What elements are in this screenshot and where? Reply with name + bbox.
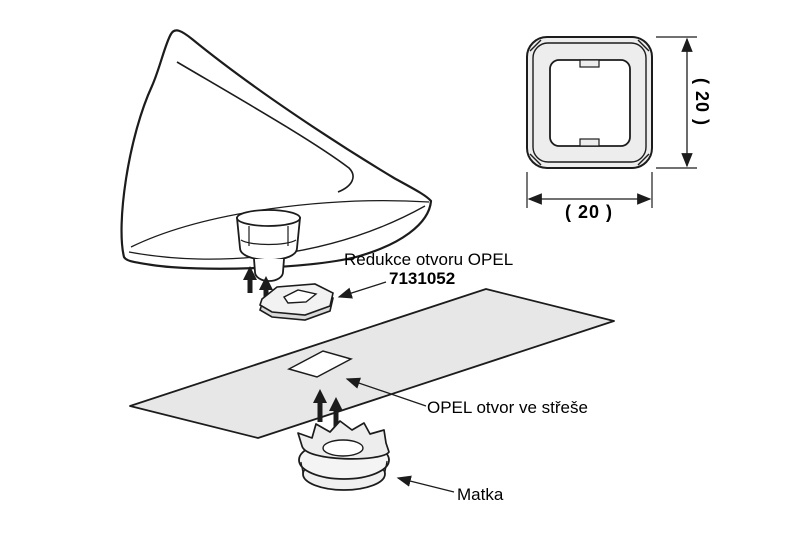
up-arrow-mount-left-icon xyxy=(243,266,257,293)
mount-top-face xyxy=(236,209,301,227)
nut-hole xyxy=(322,439,364,457)
cross-section-top-notch xyxy=(579,59,600,68)
cross-section-inner-wall xyxy=(532,42,647,163)
reduction-adapter-drawing xyxy=(259,283,334,321)
antenna-base-top-line xyxy=(130,200,430,248)
nut-detail-line-left xyxy=(300,461,304,474)
height-dimension xyxy=(656,36,697,169)
leader-line-reduction xyxy=(337,281,387,299)
corner-facet-tl xyxy=(529,39,542,52)
nut-detail-line-right xyxy=(384,460,388,473)
cross-section-hole xyxy=(549,59,631,147)
corner-facet-tr xyxy=(637,39,650,52)
width-dimension-label: ( 20 ) xyxy=(564,202,613,222)
shark-fin-antenna-drawing xyxy=(120,29,433,282)
antenna-fin-crease-line xyxy=(176,61,354,193)
antenna-fin-outline xyxy=(120,29,433,270)
leader-line-nut xyxy=(396,475,455,493)
roof-hole-label: OPEL otvor ve střeše xyxy=(427,398,588,417)
mount-clip-ridge xyxy=(240,239,297,246)
roof-panel xyxy=(129,288,615,439)
width-dimension xyxy=(526,172,653,208)
nut-drawing xyxy=(297,420,390,491)
gasket-hole xyxy=(282,289,318,304)
up-arrow-roof-left-icon xyxy=(313,389,327,422)
roof-panel-drawing xyxy=(129,288,615,439)
mount-connector-drawing xyxy=(236,209,301,282)
height-dimension-label: ( 20 ) xyxy=(691,77,712,127)
cross-section-bottom-notch xyxy=(579,138,600,147)
roof-hole xyxy=(287,350,353,378)
corner-facet-bl xyxy=(529,153,542,166)
mount-lower-cylinder xyxy=(253,258,285,282)
up-arrow-mount-right-icon xyxy=(259,276,273,303)
leader-line-roof-hole xyxy=(345,377,427,407)
cross-section-drawing xyxy=(526,36,653,169)
reduction-label: Redukce otvoru OPEL xyxy=(344,250,514,269)
corner-facet-br xyxy=(637,153,650,166)
up-arrow-roof-right-icon xyxy=(329,397,343,430)
part-number-label: 7131052 xyxy=(389,269,456,288)
nut-label: Matka xyxy=(457,485,504,504)
